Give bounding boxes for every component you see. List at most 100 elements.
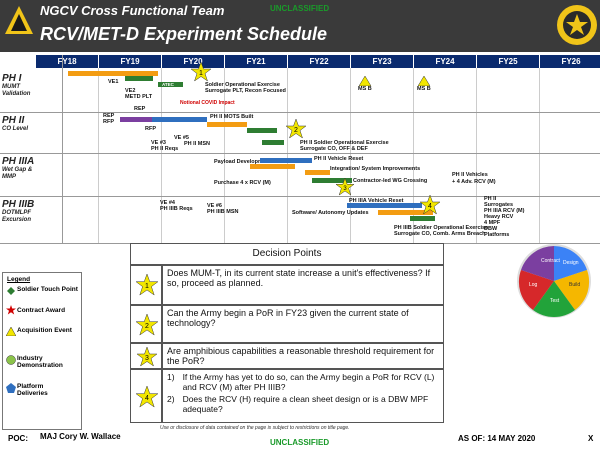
soldier-exercise-2: PH II Soldier Operational Exercise	[300, 140, 389, 146]
adv-rcv-label: + 4 Adv. RCV (M)	[452, 179, 496, 185]
svg-text:4: 4	[145, 395, 149, 402]
ph2-reqs-label: PH II Reqs	[151, 146, 179, 152]
mots-built-label: PH II MOTS Built	[210, 114, 254, 120]
dp-star-cell: 3	[130, 343, 162, 369]
ph3b-msn-label: PH IIIB MSN	[207, 209, 239, 215]
year-gridline	[98, 68, 99, 243]
ph2-vehicles-label: PH II Vehicles	[452, 172, 488, 178]
army-logo	[3, 4, 35, 36]
classification-bottom: UNCLASSIFIED	[270, 438, 330, 447]
decision-star-3: 3	[335, 177, 355, 201]
svg-text:3: 3	[145, 355, 149, 362]
year-fy18: FY18	[36, 55, 98, 68]
ph2-orange-bar	[207, 122, 247, 127]
svg-text:4: 4	[428, 203, 432, 210]
ve4-label: VE #4	[160, 200, 175, 206]
year-fy19: FY19	[99, 55, 161, 68]
diamond-icon	[7, 287, 15, 297]
poc-name: MAJ Cory W. Wallace	[40, 432, 121, 441]
ve6-label: VE #6	[207, 203, 222, 209]
page-title: RCV/MET-D Experiment Schedule	[40, 24, 328, 44]
dp-text-4: 1)If the Army has yet to do so, can the …	[162, 369, 444, 423]
year-fy26: FY26	[540, 55, 600, 68]
rep-label-2: REP	[134, 106, 146, 112]
lifecycle-wheel: Contract Design Build Test Log	[513, 242, 595, 320]
pentagon-icon	[6, 383, 16, 395]
ph2-atec-bar	[262, 140, 284, 145]
dp-text-3: Are amphibious capabilities a reasonable…	[162, 343, 444, 369]
acquisition-triangle	[358, 73, 372, 91]
decision-title: Decision Points	[130, 243, 444, 265]
row-separator	[0, 153, 600, 154]
dp-star-cell: 1	[130, 265, 162, 305]
year-fy20: FY20	[162, 55, 224, 68]
year-gridline	[476, 68, 477, 243]
year-gridline	[350, 68, 351, 243]
ph2-shakedown-bar	[247, 128, 277, 133]
year-fy25: FY25	[477, 55, 539, 68]
integration-label: Integration/ System Improvements	[330, 166, 421, 172]
ph3b-orange-bar	[378, 210, 433, 215]
svg-text:2: 2	[294, 127, 298, 134]
legend-title: Legend	[7, 276, 31, 283]
footer-notice: Use or disclosure of data contained on t…	[160, 425, 350, 431]
soldier-exercise-3: PH IIIB Soldier Operational Exercise	[394, 225, 489, 231]
msb-label-2: MS B	[417, 86, 431, 92]
row-separator	[0, 112, 600, 113]
ph2-msn-label: PH II MSN	[184, 141, 210, 147]
decision-star-1: 1	[190, 61, 212, 87]
metd-label: METD PLT	[125, 94, 153, 100]
header-bar	[0, 0, 600, 52]
svg-text:3: 3	[343, 186, 347, 192]
ve5-label: VE #5	[174, 135, 189, 141]
triangle-icon	[5, 326, 17, 338]
ph1-bar-orange	[68, 71, 158, 76]
purchase-label: Purchase 4 x RCV (M)	[214, 180, 271, 186]
payload-label: Payload Development	[214, 159, 272, 165]
ph3a-blue-bar	[260, 158, 312, 163]
soldier-exercise-1: Soldier Operational Exercise	[205, 82, 280, 88]
ph3a-orange-bar	[250, 164, 295, 169]
legend: Legend Soldier Touch Point Contract Awar…	[2, 272, 82, 430]
circle-icon	[6, 355, 16, 367]
surrogate-2: Surrogate CO, OFF & DEF	[300, 146, 368, 152]
cycle-test: Test	[550, 298, 560, 304]
vehicle-reset-label: PH II Vehicle Reset	[314, 156, 364, 162]
year-fy24: FY24	[414, 55, 476, 68]
ph1-atec-bar	[158, 82, 183, 87]
cycle-design: Design	[563, 260, 579, 266]
year-fy22: FY22	[288, 55, 350, 68]
sw-updates-label: Software/ Autonomy Updates	[292, 210, 369, 216]
team-title: NGCV Cross Functional Team	[40, 3, 225, 18]
atec-label: ATEC	[162, 82, 174, 87]
covid-label: Notional COVID Impact	[180, 100, 235, 106]
dp-star-cell: 4	[130, 369, 162, 423]
ph3b-blue-bar	[347, 203, 422, 208]
ph2-blue-bar	[152, 117, 207, 122]
poc-label: POC:	[8, 434, 28, 443]
year-gridline	[161, 68, 162, 243]
cycle-build: Build	[569, 282, 580, 288]
dp-text-2: Can the Army begin a PoR in FY23 given t…	[162, 305, 444, 343]
seal-logo	[556, 3, 598, 47]
acquisition-triangle	[417, 73, 431, 91]
ph1-shakedown-bar	[125, 76, 153, 81]
decision-star-4: 4	[419, 194, 441, 220]
rfp-label-2: RFP	[145, 126, 156, 132]
surrogate-3: Surrogate CO, Comb. Arms Breach	[394, 231, 486, 237]
ph3b-green-bar	[410, 216, 435, 221]
year-gridline	[287, 68, 288, 243]
rfp-label: RFP	[103, 119, 114, 125]
dp-text-1: Does MUM-T, in its current state increas…	[162, 265, 444, 305]
dp-star-cell: 2	[130, 305, 162, 343]
ph3a-green-bar	[312, 178, 352, 183]
as-of-date: AS OF: 14 MAY 2020	[458, 434, 536, 443]
slide-number: X	[588, 434, 594, 443]
ve2-label: VE2	[125, 88, 136, 94]
contractor-label: Contractor-led WG Crossing	[353, 178, 428, 184]
ph3a-orange-bar-2	[305, 170, 330, 175]
